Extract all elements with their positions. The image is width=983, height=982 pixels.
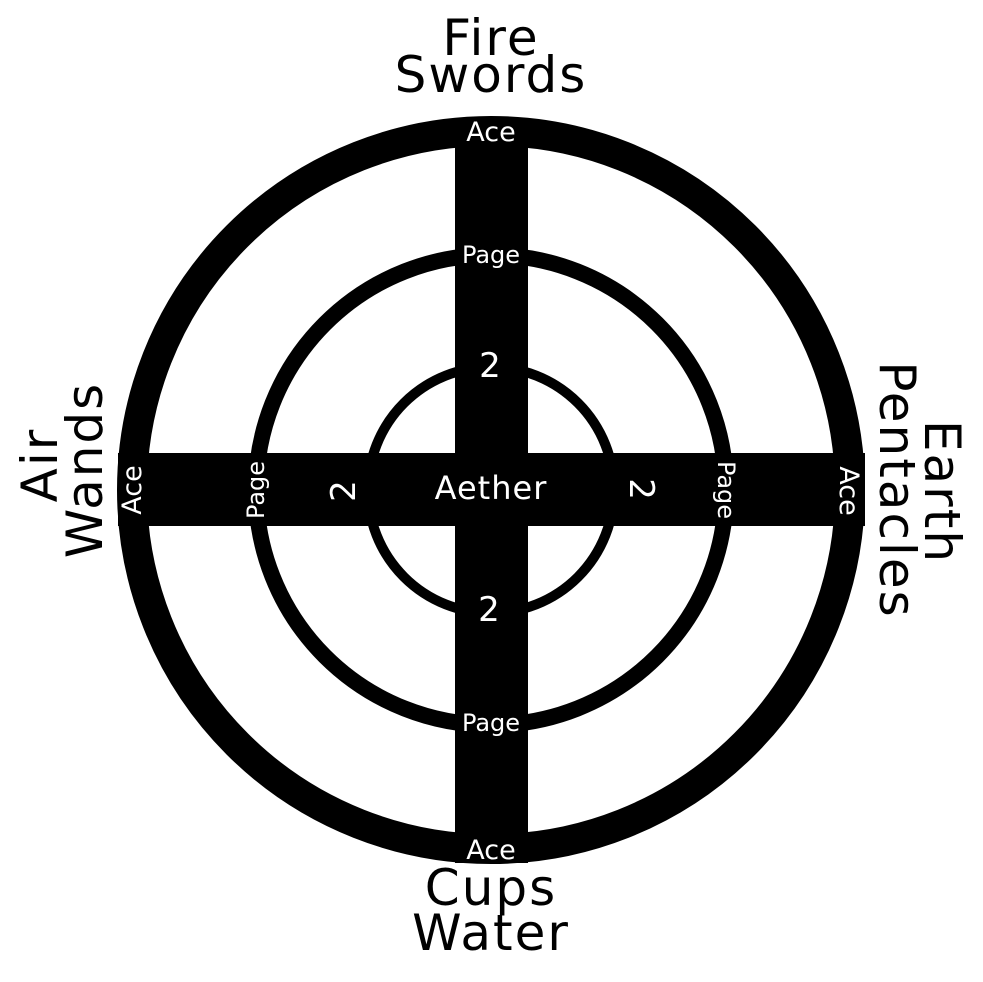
- right-element-label: Earth: [913, 420, 971, 564]
- two-label-left: 2: [324, 480, 364, 502]
- ace-label-bottom: Ace: [466, 835, 515, 866]
- ace-label-right: Ace: [833, 466, 864, 515]
- ace-label-top: Ace: [466, 117, 515, 148]
- top-element-label: Fire: [442, 9, 539, 67]
- page-label-top: Page: [462, 241, 520, 269]
- bottom-element-label: Water: [412, 904, 570, 962]
- page-label-right: Page: [712, 461, 740, 519]
- ace-label-left: Ace: [117, 465, 148, 514]
- right-suit-label: Pentacles: [868, 361, 926, 618]
- center-label: Aether: [435, 469, 548, 507]
- two-label-bottom: 2: [478, 590, 500, 630]
- page-label-bottom: Page: [462, 709, 520, 737]
- two-label-top: 2: [479, 346, 501, 386]
- bottom-suit-label: Cups: [425, 859, 557, 917]
- left-suit-label: Wands: [56, 382, 114, 558]
- left-element-label: Air: [11, 428, 69, 503]
- top-suit-label: Swords: [395, 46, 588, 104]
- horizontal-cross-bar: [118, 453, 865, 526]
- two-label-right: 2: [621, 478, 661, 500]
- page-label-left: Page: [242, 461, 270, 519]
